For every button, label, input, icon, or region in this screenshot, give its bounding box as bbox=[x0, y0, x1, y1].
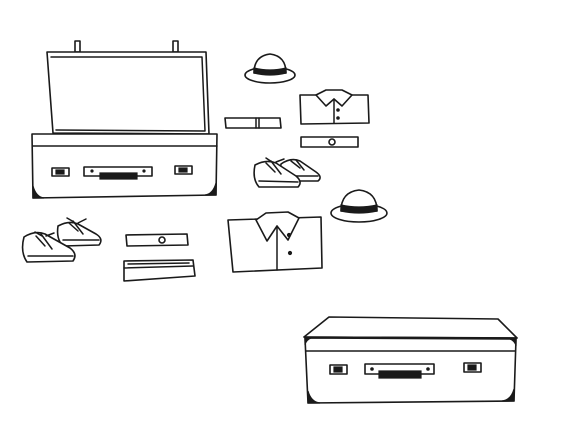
hat-large bbox=[330, 189, 388, 223]
folded-shirt-large bbox=[227, 211, 323, 273]
folded-towel bbox=[123, 259, 196, 282]
hat-small bbox=[244, 53, 296, 84]
shoes-pair-lower bbox=[21, 217, 102, 263]
folded-shirt-small bbox=[299, 89, 370, 125]
belt-1 bbox=[224, 117, 282, 129]
belt-2 bbox=[300, 136, 359, 148]
open-suitcase bbox=[31, 40, 218, 199]
belt-3 bbox=[125, 233, 189, 247]
closed-suitcase bbox=[303, 316, 518, 404]
shoes-pair-upper bbox=[253, 157, 321, 188]
